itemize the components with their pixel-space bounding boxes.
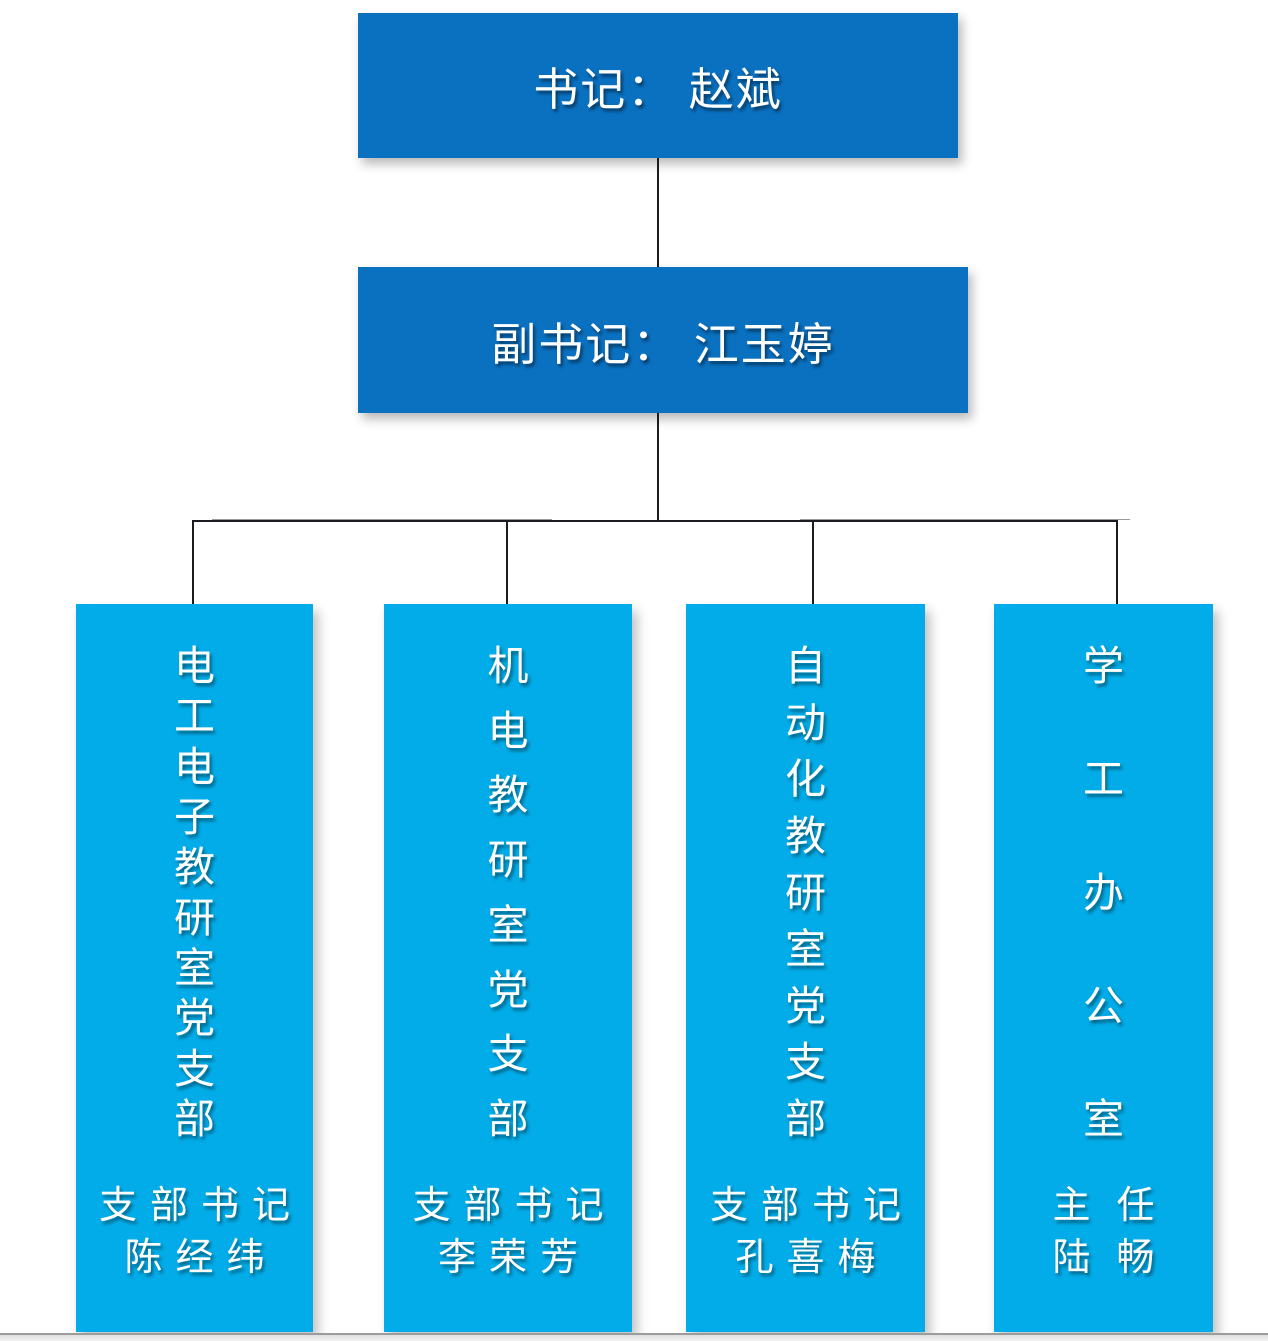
node-branch-student-affairs-office: 学工办公室 主任 陆畅: [994, 604, 1213, 1332]
officer-name: 陈经纬: [124, 1237, 278, 1279]
node-branch-automation: 自动化教研室党支部 支部书记 孔喜梅: [686, 604, 925, 1332]
branch-officer: 主任 陆畅: [994, 1180, 1213, 1284]
deputy-secretary-label: 副书记： 江玉婷: [491, 318, 835, 370]
connector-secretary-deputy: [657, 158, 659, 267]
officer-name: 李荣芳: [437, 1237, 591, 1279]
branch-title-vertical: 学工办公室: [1083, 643, 1124, 1142]
connector-bus-highlight-right: [800, 519, 1130, 520]
slide-bottom-edge-line: [0, 1333, 1268, 1335]
branch-officer: 支部书记 陈经纬: [76, 1180, 313, 1284]
branch-title-vertical: 电工电子教研室党支部: [174, 643, 215, 1142]
connector-deputy-stem: [657, 413, 659, 521]
officer-role: 支部书记: [412, 1185, 617, 1227]
connector-drop-branch-1: [192, 520, 194, 605]
officer-role: 支部书记: [98, 1185, 303, 1227]
branch-title-vertical: 自动化教研室党支部: [785, 643, 826, 1142]
branch-officer: 支部书记 李荣芳: [384, 1180, 632, 1284]
officer-role: 主任: [1052, 1185, 1181, 1227]
secretary-label: 书记： 赵斌: [533, 64, 783, 115]
slide-bottom-edge-shade: [0, 1335, 1268, 1341]
connector-drop-branch-2: [506, 520, 508, 605]
node-branch-electrical-electronics: 电工电子教研室党支部 支部书记 陈经纬: [76, 604, 313, 1332]
officer-role: 支部书记: [709, 1185, 914, 1227]
connector-drop-branch-3: [812, 520, 814, 605]
node-branch-mechatronics: 机电教研室党支部 支部书记 李荣芳: [384, 604, 632, 1332]
officer-name: 孔喜梅: [735, 1237, 889, 1279]
connector-branch-bus: [192, 520, 1118, 522]
branch-officer: 支部书记 孔喜梅: [686, 1180, 925, 1284]
branch-title-vertical: 机电教研室党支部: [487, 643, 529, 1142]
connector-drop-branch-4: [1116, 520, 1118, 605]
officer-name: 陆畅: [1052, 1237, 1181, 1279]
connector-bus-highlight-left: [212, 519, 552, 520]
node-deputy-secretary: 副书记： 江玉婷: [358, 267, 968, 413]
node-secretary: 书记： 赵斌: [358, 13, 958, 158]
